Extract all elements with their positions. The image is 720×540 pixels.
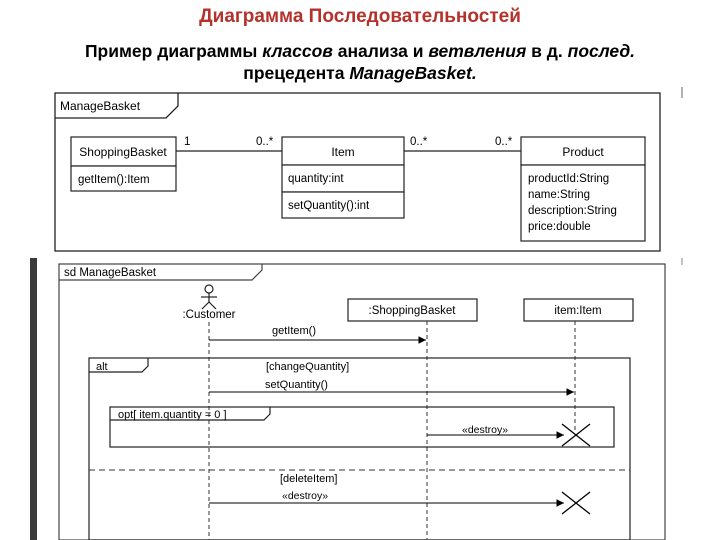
multiplicity-0-many-a: 0..* — [256, 136, 274, 148]
multiplicity-0-many-b: 0..* — [410, 136, 428, 148]
subtitle-text-1: Пример диаграммы — [84, 41, 263, 61]
subtitle-italic-3: послед. — [567, 41, 636, 61]
alt-fragment-label: alt — [96, 361, 108, 373]
opt-fragment-label: opt[ item.quantity = 0 ] — [118, 409, 227, 421]
customer-actor-icon — [201, 284, 217, 310]
shopping-basket-class — [70, 136, 177, 192]
multiplicity-1: 1 — [184, 136, 190, 148]
message-destroy-1-label: «destroy» — [462, 424, 508, 436]
subtitle-text-2: анализа и — [332, 41, 429, 61]
sequence-frame-tab — [59, 264, 263, 281]
shopping-basket-name: ShoppingBasket — [79, 145, 167, 159]
item-attr: quantity:int — [288, 173, 344, 185]
destroy-mark-2-icon — [561, 491, 591, 515]
product-class — [520, 136, 646, 242]
subtitle-text-4: прецедента — [243, 63, 350, 83]
alt-fragment-tab — [89, 358, 149, 373]
slide-subtitle: Пример диаграммы классов анализа и ветвл… — [0, 40, 720, 84]
product-name: Product — [562, 145, 604, 159]
subtitle-text-3: в д. — [526, 41, 568, 61]
product-attr-3: description:String — [528, 205, 617, 217]
item-class — [281, 136, 405, 219]
slide-title: Диаграмма Последовательностей — [199, 6, 521, 27]
class-frame-label: ManageBasket — [60, 99, 141, 113]
product-attr-2: name:String — [528, 189, 590, 201]
guard-change-quantity: [changeQuantity] — [266, 361, 349, 373]
subtitle-italic-2: ветвления — [428, 41, 527, 61]
class-frame — [54, 92, 661, 252]
lifeline-item-box — [523, 298, 634, 322]
item-op: setQuantity():int — [288, 200, 370, 212]
lifeline-basket-label: :ShoppingBasket — [369, 305, 457, 317]
item-name: Item — [331, 145, 354, 159]
lifeline-item-label: item:Item — [554, 305, 601, 317]
product-attr-1: productId:String — [528, 173, 609, 185]
class-frame-tab — [55, 93, 179, 119]
subtitle-italic-4: ManageBasket. — [349, 63, 477, 83]
alt-fragment — [88, 357, 631, 540]
opt-fragment-tab — [110, 407, 271, 421]
message-setquantity-label: setQuantity() — [265, 379, 328, 391]
guard-delete-item: [deleteItem] — [280, 473, 337, 485]
shopping-basket-op: getItem():Item — [78, 174, 150, 186]
message-getitem-label: getItem() — [272, 325, 316, 337]
sequence-frame — [58, 263, 666, 540]
product-attr-4: price:double — [528, 221, 591, 233]
left-dark-strip — [30, 258, 37, 540]
customer-actor-label: :Customer — [182, 309, 235, 321]
lifeline-basket-box — [347, 298, 478, 322]
destroy-mark-1-icon — [561, 423, 591, 447]
subtitle-italic-1: классов — [262, 41, 333, 61]
message-destroy-2-label: «destroy» — [282, 490, 328, 502]
opt-fragment — [109, 406, 615, 448]
multiplicity-0-many-c: 0..* — [495, 136, 513, 148]
sequence-frame-label: sd ManageBasket — [64, 267, 157, 279]
